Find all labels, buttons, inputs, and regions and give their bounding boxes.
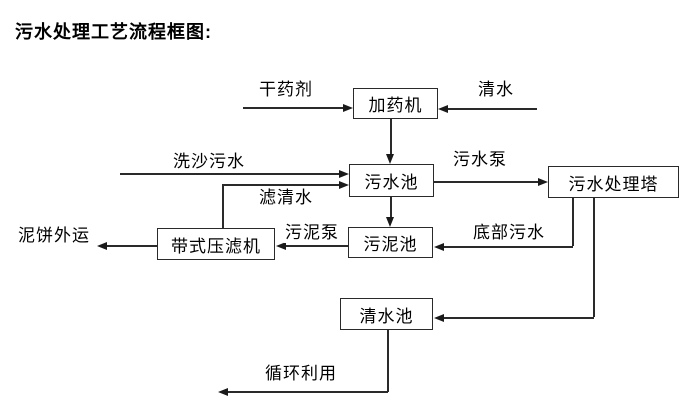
label-recycle: 循环利用 [264, 364, 338, 384]
arrowhead-sewage-pump [538, 178, 548, 186]
node-belt-filter-press: 带式压滤机 [157, 228, 275, 260]
arrowhead-bottom-sewage [434, 243, 444, 251]
label-mud-cake-out: 泥饼外运 [17, 226, 91, 246]
edge-clean-water-line [448, 108, 537, 110]
arrowhead-dry-agent [343, 104, 353, 112]
arrowhead-tower-to-clean [434, 314, 444, 322]
node-sludge-pool: 污泥池 [348, 227, 433, 258]
edge-recycle-riser [387, 330, 389, 392]
edge-bottom-sewage-line [444, 246, 573, 248]
edge-dosing-to-sewage-line [390, 119, 392, 155]
node-clean-water-pool: 清水池 [340, 298, 433, 330]
label-clean-water: 清水 [477, 80, 515, 100]
edge-filtered-water-riser [222, 184, 224, 228]
label-dry-agent: 干药剂 [258, 80, 314, 100]
arrowhead-mud-cake [97, 242, 107, 250]
edge-sludge-pump-line [286, 245, 348, 247]
arrowhead-sewage-to-sludge [386, 217, 394, 227]
arrowhead-clean-water [438, 105, 448, 113]
edge-filtered-water-line [222, 184, 339, 186]
edge-dry-agent-line [243, 107, 343, 109]
node-sewage-pool: 污水池 [349, 164, 434, 197]
edge-sewage-pump-line [434, 181, 538, 183]
arrowhead-recycle [218, 388, 228, 396]
label-filtered-water: 滤清水 [258, 188, 314, 208]
edge-bottom-sewage-riser [572, 198, 574, 246]
node-treatment-tower: 污水处理塔 [548, 166, 679, 198]
page-title: 污水处理工艺流程框图: [15, 22, 212, 42]
arrowhead-sludge-pump [276, 242, 286, 250]
edge-recycle-line [228, 391, 388, 393]
label-sewage-pump: 污水泵 [452, 150, 508, 170]
label-bottom-sewage: 底部污水 [472, 223, 546, 243]
arrowhead-dosing-to-sewage [386, 154, 394, 164]
edge-sand-washing-line [120, 173, 339, 175]
arrowhead-sand-washing [339, 170, 349, 178]
label-sludge-pump: 污泥泵 [284, 223, 340, 243]
edge-tower-to-clean-line [444, 317, 594, 319]
arrowhead-filtered-water [339, 181, 349, 189]
edge-mud-cake-line [107, 245, 157, 247]
node-dosing-machine: 加药机 [353, 88, 438, 119]
edge-sewage-to-sludge-line [390, 197, 392, 218]
edge-tower-to-clean-riser [593, 198, 595, 317]
label-sand-washing-sewage: 洗沙污水 [172, 152, 246, 172]
